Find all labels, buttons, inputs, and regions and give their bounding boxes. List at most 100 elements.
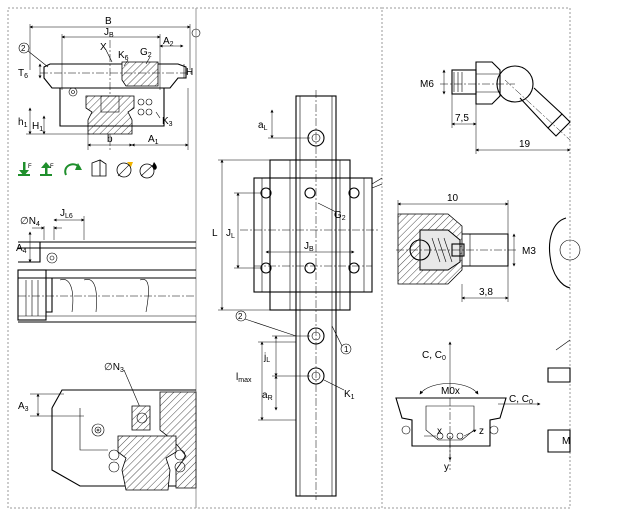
svg-text:C, C0: C, C0 xyxy=(509,394,533,406)
profile-icon xyxy=(91,159,107,177)
label-M0x: M0x xyxy=(441,386,460,397)
lubrication-icon xyxy=(116,162,133,178)
left-top-labels: B JB A2 X K6 G2 T6 H h1 H1 K3 b A1 2 xyxy=(18,16,193,146)
svg-text:JB: JB xyxy=(104,27,114,39)
svg-text:K1: K1 xyxy=(344,389,355,401)
label-JB-center: J xyxy=(304,241,309,252)
label-axis-z: z xyxy=(479,426,484,437)
label-A1-sub: 1 xyxy=(155,139,159,146)
left-bottom-section-view xyxy=(30,369,197,491)
label-A4-sub: 4 xyxy=(23,248,27,255)
svg-text:∅N3: ∅N3 xyxy=(104,362,124,374)
label-K1-sub: 1 xyxy=(351,394,355,401)
label-aR-sub: R xyxy=(268,395,273,402)
label-C-C0-side-sub: 0 xyxy=(529,399,533,406)
feature-icon-row: F F xyxy=(18,159,157,179)
left-middle-view xyxy=(17,216,196,323)
lubrication-fitting-labels: 10 M3 3,8 xyxy=(447,193,536,298)
label-h1: h xyxy=(18,117,24,128)
left-bottom-labels: ∅N3 A3 xyxy=(18,362,124,413)
svg-text:C, C0: C, C0 xyxy=(422,350,446,362)
label-A3: A xyxy=(18,401,25,412)
label-K1: K xyxy=(344,389,351,400)
seal-icon xyxy=(139,162,157,179)
label-M3: M3 xyxy=(522,246,536,257)
label-jL: j xyxy=(263,352,266,363)
svg-text:JB: JB xyxy=(304,241,314,253)
label-aL-sub: L xyxy=(264,125,268,132)
label-C-C0-top: C, C xyxy=(422,350,442,361)
label-G2-sub: 2 xyxy=(148,52,152,59)
label-JL-sub: L xyxy=(231,233,235,240)
label-b: b xyxy=(107,134,113,145)
label-JL: J xyxy=(226,228,231,239)
label-10: 10 xyxy=(447,193,459,204)
label-M-edge: M xyxy=(562,436,570,447)
label-B: B xyxy=(105,16,112,27)
panel-frames xyxy=(7,7,571,509)
label-N4-sub: 4 xyxy=(36,221,40,228)
label-3-8: 3,8 xyxy=(479,287,493,298)
label-JL6: J xyxy=(60,208,65,219)
load-direction-labels: C, C0 M0x C, C0 x z y M xyxy=(422,350,570,473)
label-C-C0-side: C, C xyxy=(509,394,529,405)
label-A2: A xyxy=(163,36,170,47)
svg-text:A4: A4 xyxy=(16,243,27,255)
svg-text:K3: K3 xyxy=(162,116,173,128)
label-G2-center-sub: 2 xyxy=(342,215,346,222)
svg-text:JL: JL xyxy=(226,228,235,240)
rotation-icon xyxy=(64,163,82,176)
load-up-icon: F xyxy=(40,162,54,176)
svg-text:A1: A1 xyxy=(148,134,159,146)
label-axis-x: x xyxy=(437,426,442,437)
label-C-C0-top-sub: 0 xyxy=(442,355,446,362)
label-aL: a xyxy=(258,120,264,131)
label-A4: A xyxy=(16,243,23,254)
center-plan-view xyxy=(218,90,383,500)
svg-text:T6: T6 xyxy=(18,68,28,80)
center-labels: aL G2 L JL JB 2 1 jL lmax aR K1 xyxy=(212,120,355,402)
svg-text:A3: A3 xyxy=(18,401,29,413)
label-H: H xyxy=(186,67,193,78)
label-19: 19 xyxy=(519,139,531,150)
label-K6: K xyxy=(118,50,125,61)
svg-text:jL: jL xyxy=(263,352,270,364)
svg-text:K6: K6 xyxy=(118,50,129,62)
svg-text:JL6: JL6 xyxy=(60,208,73,220)
label-K6-sub: 6 xyxy=(125,55,129,62)
label-N3: ∅N xyxy=(104,362,120,373)
label-H1-sub: 1 xyxy=(39,126,43,133)
label-JL6-sub: L6 xyxy=(65,213,73,220)
label-N4: ∅N xyxy=(20,216,36,227)
label-A3-sub: 3 xyxy=(25,406,29,413)
svg-text:G2: G2 xyxy=(140,47,152,59)
svg-text:∅N4: ∅N4 xyxy=(20,216,40,228)
label-JB-sub: B xyxy=(109,32,114,39)
label-K3-sub: 3 xyxy=(169,121,173,128)
callout-2-center: 2 xyxy=(238,312,243,321)
svg-text:A2: A2 xyxy=(163,36,174,48)
grease-nipple-labels: M6 7,5 19 xyxy=(420,79,531,150)
lubrication-fitting-section xyxy=(396,200,581,302)
svg-text:h1: h1 xyxy=(18,117,28,129)
label-T6-sub: 6 xyxy=(24,73,28,80)
svg-text:F: F xyxy=(50,164,54,170)
label-A2-sub: 2 xyxy=(170,41,174,48)
label-L: L xyxy=(212,228,218,239)
label-G2: G xyxy=(140,47,148,58)
svg-text:H1: H1 xyxy=(32,121,43,133)
svg-text:F: F xyxy=(28,164,32,170)
label-A1: A xyxy=(148,134,155,145)
svg-text:lmax: lmax xyxy=(236,372,252,384)
callout-1-center: 1 xyxy=(344,345,349,354)
svg-text:aR: aR xyxy=(262,390,273,402)
label-7-5: 7,5 xyxy=(455,113,469,124)
label-M6: M6 xyxy=(420,79,434,90)
label-lmax: l xyxy=(236,372,238,383)
label-axis-y: y xyxy=(444,462,449,473)
label-G2-center: G xyxy=(334,210,342,221)
label-jL-sub: L xyxy=(266,357,270,364)
label-K3: K xyxy=(162,116,169,127)
